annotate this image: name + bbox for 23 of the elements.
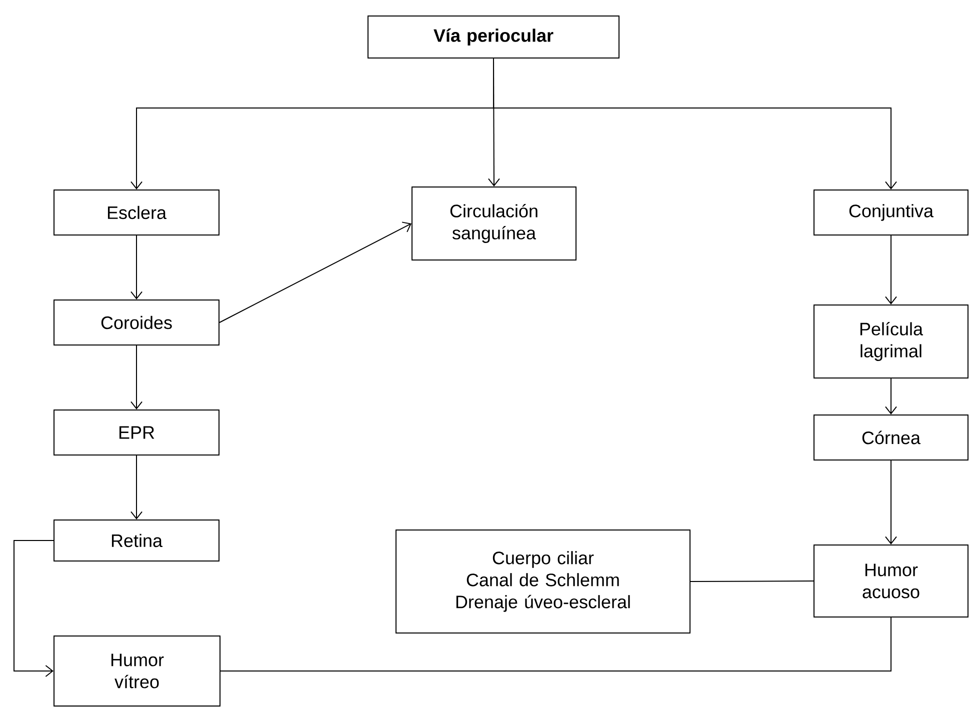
- process-box: Película lagrimal: [814, 304, 968, 378]
- arrow: [885, 378, 897, 414]
- process-box: Conjuntiva: [814, 190, 968, 236]
- arrow: [219, 222, 412, 323]
- process-box: Humor acuoso: [814, 544, 968, 618]
- arrow: [130, 345, 142, 410]
- connector-line: [220, 617, 892, 672]
- arrow: [885, 460, 897, 544]
- arrow: [885, 235, 897, 304]
- arrow: [493, 58, 897, 190]
- arrow: [130, 235, 142, 300]
- process-box: Coroides: [54, 300, 220, 346]
- process-box: Circulación sanguínea: [412, 186, 576, 260]
- title-box: Vía periocular: [368, 16, 620, 58]
- process-box: Córnea: [814, 414, 968, 460]
- arrow: [130, 455, 142, 520]
- process-box: Cuerpo ciliar Canal de Schlemm Drenaje úveo-escleral: [396, 530, 690, 634]
- arrow: [14, 540, 54, 677]
- process-box: EPR: [54, 410, 220, 456]
- connector-line: [690, 580, 814, 582]
- process-box: Retina: [54, 520, 220, 562]
- process-box: Humor vítreo: [54, 636, 220, 706]
- process-box: Esclera: [54, 190, 220, 236]
